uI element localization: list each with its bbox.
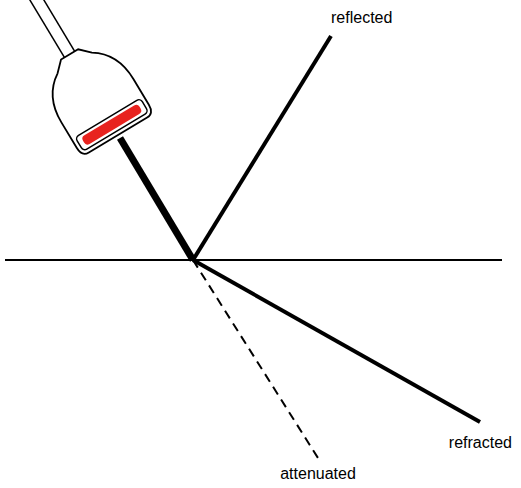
refracted-beam: [193, 260, 480, 422]
reflected-label: reflected: [331, 8, 392, 27]
refracted-label: refracted: [449, 433, 512, 452]
transducer-element: [81, 103, 143, 146]
probe-cable: [25, 0, 65, 59]
reflected-beam: [193, 36, 331, 260]
probe-face: [75, 98, 148, 151]
attenuated-beam: [193, 260, 318, 458]
interface-line: [5, 259, 502, 261]
probe-body: [34, 33, 154, 157]
probe-cable: [36, 0, 76, 53]
incident-beam: [120, 138, 193, 260]
attenuated-label: attenuated: [280, 464, 356, 483]
ultrasound-probe: [0, 0, 154, 157]
